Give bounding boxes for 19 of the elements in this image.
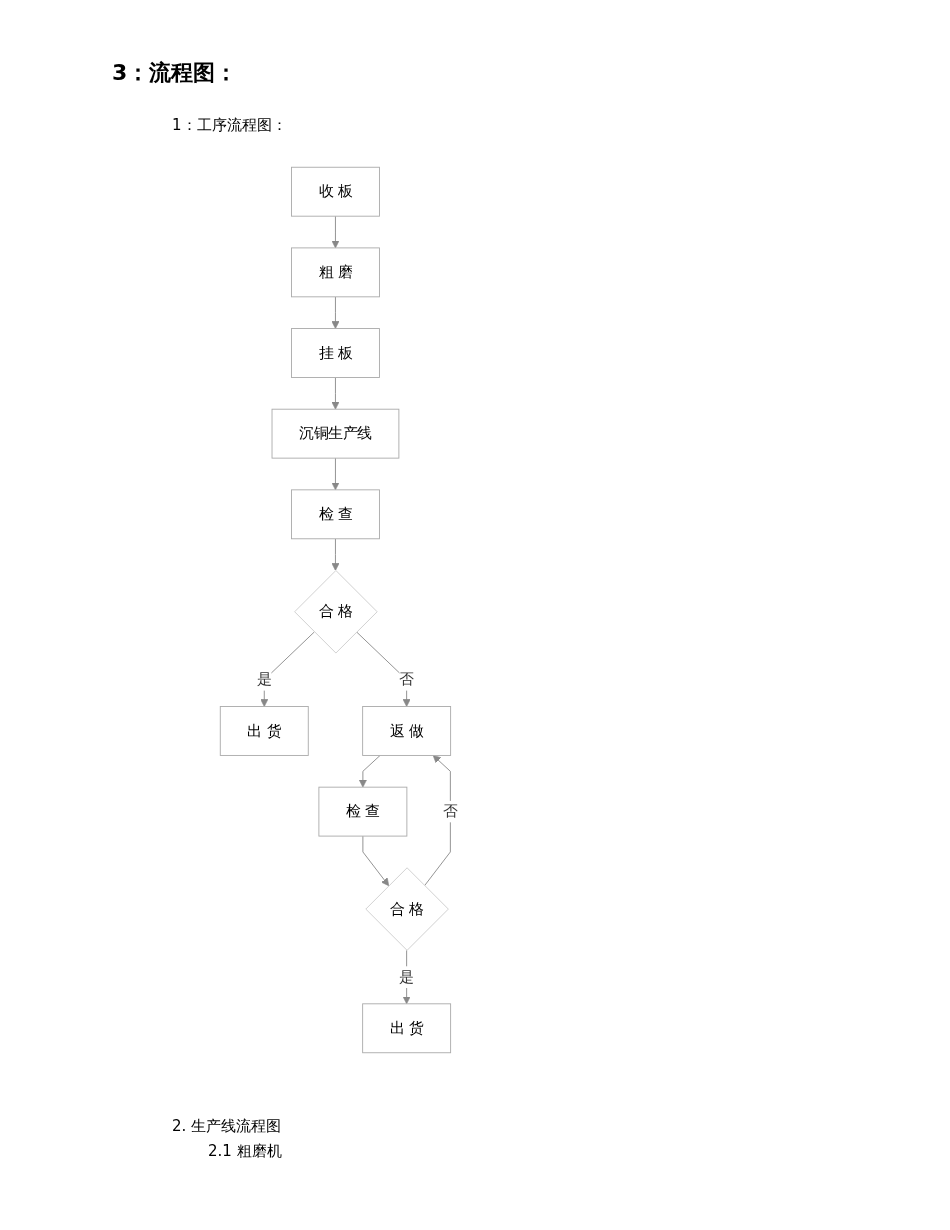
section-label: 1：工序流程图： [172,116,287,135]
node-box: 返 做 [362,706,452,756]
node-box: 沉铜生产线 [271,408,400,459]
node-box: 检 查 [291,489,380,540]
node-diamond: 合 格 [365,867,449,951]
node-box: 出 货 [219,706,309,756]
node-box: 粗 磨 [291,247,380,298]
section-label: 2. 生产线流程图 [172,1117,282,1136]
edge-label: 否 [399,670,414,688]
node-box: 挂 板 [291,328,380,378]
node-box: 出 货 [362,1003,452,1054]
node-box: 收 板 [291,166,380,217]
node-box: 检 查 [318,786,408,837]
edge-label: 是 [257,670,272,688]
node-diamond: 合 格 [294,570,378,654]
heading: 3：流程图： [112,59,238,87]
subsection-label: 2.1 粗磨机 [208,1142,282,1161]
edge-label: 否 [443,802,458,820]
edge-label: 是 [399,968,414,986]
